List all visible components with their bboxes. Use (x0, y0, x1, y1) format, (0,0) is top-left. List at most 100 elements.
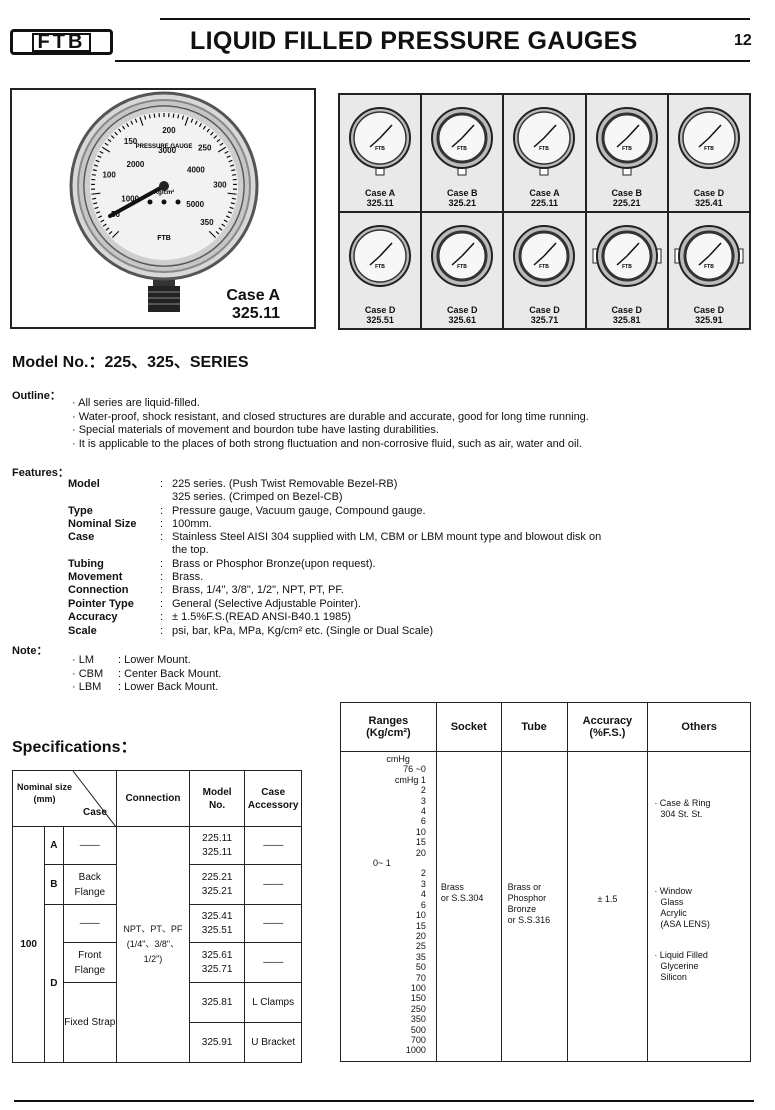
feature-key: Tubing (68, 558, 104, 570)
header-nominal-case: Nominal size(mm) Case (11, 770, 118, 827)
feature-colon: : (160, 558, 164, 570)
feature-key: Pointer Type (68, 598, 134, 610)
accuracy-cell: ± 1.5 (566, 751, 649, 1062)
range-value: 2 (420, 785, 426, 796)
outline-item: · Water-proof, shock resistant, and clos… (72, 410, 589, 423)
header-ranges: Ranges(Kg/cm²) (340, 702, 437, 752)
case-letter: B (44, 864, 64, 905)
range-value: 50 (415, 962, 426, 973)
feature-value: 325 series. (Crimped on Bezel-CB) (172, 491, 343, 503)
case-type: Fixed Strap (62, 982, 118, 1063)
model-heading: Model No.：225、325、SERIES (12, 354, 249, 371)
note-label: Note： (12, 645, 48, 657)
dial-unit: Kg/cm² (154, 189, 174, 196)
feature-value: Brass. (172, 571, 204, 583)
thumb-brand: FTB (457, 264, 467, 270)
dial-brand: FTB (157, 235, 171, 242)
size-cell: 100 (11, 826, 46, 1063)
feature-value: Brass or Phosphor Bronze(upon request). (172, 558, 376, 570)
hero-case-name: Case A (226, 287, 280, 304)
outline-list: · All series are liquid-filled. · Water-… (72, 397, 589, 451)
feature-colon: : (160, 518, 164, 530)
bottom-rule (14, 1100, 754, 1102)
range-value: 20 (415, 930, 426, 941)
feature-colon: : (160, 531, 164, 543)
feature-key: Case (68, 531, 95, 543)
gauge-thumbnail-icon: FTB (513, 224, 576, 287)
outer-scale-label: 150 (124, 137, 138, 146)
outline-item: · Special materials of movement and bour… (72, 424, 439, 436)
feature-colon: : (160, 598, 164, 610)
note-item: · CBM: Center Back Mount. (72, 667, 222, 680)
outer-scale-label: 200 (162, 126, 176, 135)
feature-key: Accuracy (68, 611, 118, 623)
accessory: —— (244, 942, 302, 983)
inner-scale-label: 4000 (187, 165, 205, 174)
range-value: 1000 (405, 1045, 426, 1056)
header-socket: Socket (435, 702, 502, 752)
feature-value: Stainless Steel AISI 304 supplied with L… (172, 531, 602, 543)
thumb-brand: FTB (540, 146, 550, 152)
title-underline (115, 60, 750, 62)
header-accuracy: Accuracy(%F.S.) (566, 702, 649, 752)
note-item: · LBM: Lower Back Mount. (72, 681, 219, 693)
gauge-thumbnail-icon: FTB (431, 107, 494, 176)
feature-key: Scale (68, 625, 97, 637)
feature-key: Movement (68, 571, 123, 583)
outer-scale-label: 300 (213, 180, 227, 189)
outline-item: · All series are liquid-filled. (72, 397, 200, 409)
feature-value: 100mm. (172, 518, 212, 530)
range-value: 20 (415, 847, 426, 858)
range-value: 15 (415, 837, 426, 848)
inner-scale-label: 1000 (121, 194, 139, 203)
feature-value: ± 1.5%F.S.(READ ANSI-B40.1 1985) (172, 611, 352, 623)
feature-colon: : (160, 584, 164, 596)
outline-label: Outline： (12, 390, 61, 402)
range-value: 10 (415, 910, 426, 921)
inner-scale-label: 5000 (186, 200, 204, 209)
thumb-brand: FTB (375, 264, 385, 270)
note-item: · LM: Lower Mount. (72, 654, 191, 666)
range-value: 6 (420, 899, 426, 910)
range-value: 700 (410, 1034, 426, 1045)
gauge-thumbnail-icon: FTB (431, 224, 494, 287)
top-rule (160, 18, 750, 20)
gauge-thumbnail-icon: FTB (595, 107, 658, 176)
inner-scale-label: 2000 (127, 160, 145, 169)
case-letter: A (44, 826, 64, 865)
gauge-thumbnail-icon: FTB (592, 224, 662, 287)
feature-value: General (Selective Adjustable Pointer). (172, 598, 361, 610)
outline-item: · It is applicable to the places of both… (72, 437, 582, 450)
range-value: 250 (410, 1003, 426, 1014)
accessory: L Clamps (244, 982, 302, 1023)
ranges-table: Ranges(Kg/cm²) Socket Tube Accuracy(%F.S… (340, 702, 751, 1062)
header-connection: Connection (116, 770, 190, 827)
outer-scale-label: 350 (200, 218, 214, 227)
dial-text: PRESSURE GAUGE (136, 144, 193, 150)
features-label: Features： (12, 467, 69, 479)
thumb-brand: FTB (704, 264, 714, 270)
accessory: U Bracket (244, 1022, 302, 1063)
case-type: Front Flange (62, 942, 118, 983)
